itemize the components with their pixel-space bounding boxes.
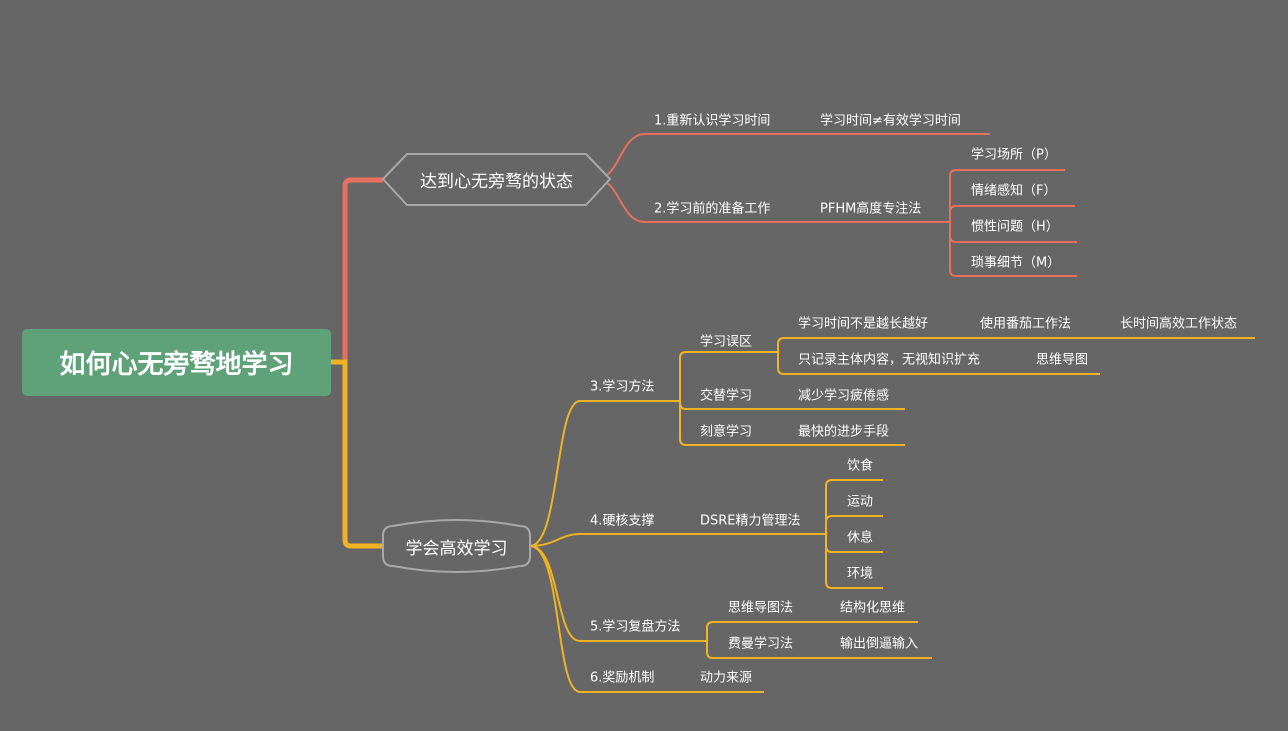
subtopic[interactable]: 只记录主体内容，无视知识扩充 [798,352,981,368]
subtopic[interactable]: 2.学习前的准备工作 [654,201,771,217]
subtopic[interactable]: 学习时间不是越长越好 [798,316,929,332]
subtopic[interactable]: DSRE精力管理法 [700,513,801,529]
topic-efficient-learning[interactable]: 学会高效学习 [383,522,530,570]
subtopic[interactable]: 学习时间≠有效学习时间 [820,113,961,129]
subtopic[interactable]: 输出倒逼输入 [840,636,919,652]
subtopic[interactable]: 长时间高效工作状态 [1120,316,1238,332]
subtopic[interactable]: 4.硬核支撑 [590,513,655,529]
subtopic[interactable]: 饮食 [847,458,874,474]
subtopic[interactable]: 5.学习复盘方法 [590,619,681,635]
subtopic[interactable]: 思维导图 [1036,352,1089,368]
subtopic[interactable]: 休息 [847,530,874,546]
subtopic[interactable]: 环境 [847,566,874,582]
subtopic[interactable]: 思维导图法 [728,600,794,616]
subtopic[interactable]: 运动 [847,494,874,510]
subtopic[interactable]: 3.学习方法 [590,379,655,395]
subtopic[interactable]: 情绪感知（F） [971,183,1057,199]
subtopic[interactable]: 最快的进步手段 [798,424,890,440]
rounded-node-outline [382,519,531,573]
subtopic[interactable]: PFHM高度专注法 [820,201,922,217]
root-topic[interactable]: 如何心无旁骛地学习 [22,329,331,396]
subtopic[interactable]: 费曼学习法 [728,636,794,652]
subtopic[interactable]: 刻意学习 [700,424,753,440]
subtopic[interactable]: 学习场所（P） [971,147,1057,163]
topic-label: 学会高效学习 [405,538,508,559]
subtopic[interactable]: 交替学习 [700,388,753,404]
subtopic[interactable]: 结构化思维 [840,600,906,616]
root-topic-label: 如何心无旁骛地学习 [59,350,294,380]
topic-focus-state[interactable]: 达到心无旁骛的状态 [383,154,610,205]
subtopic[interactable]: 惯性问题（H） [971,219,1059,235]
subtopic[interactable]: 减少学习疲倦感 [798,388,890,404]
subtopic[interactable]: 学习误区 [700,334,753,350]
subtopic[interactable]: 1.重新认识学习时间 [654,113,771,129]
subtopic[interactable]: 6.奖励机制 [590,670,655,686]
subtopic[interactable]: 琐事细节（M） [971,255,1061,271]
subtopic[interactable]: 使用番茄工作法 [980,316,1072,332]
subtopic[interactable]: 动力来源 [700,670,753,686]
hexagon-node-outline [381,153,612,206]
topic-label: 达到心无旁骛的状态 [420,172,573,192]
